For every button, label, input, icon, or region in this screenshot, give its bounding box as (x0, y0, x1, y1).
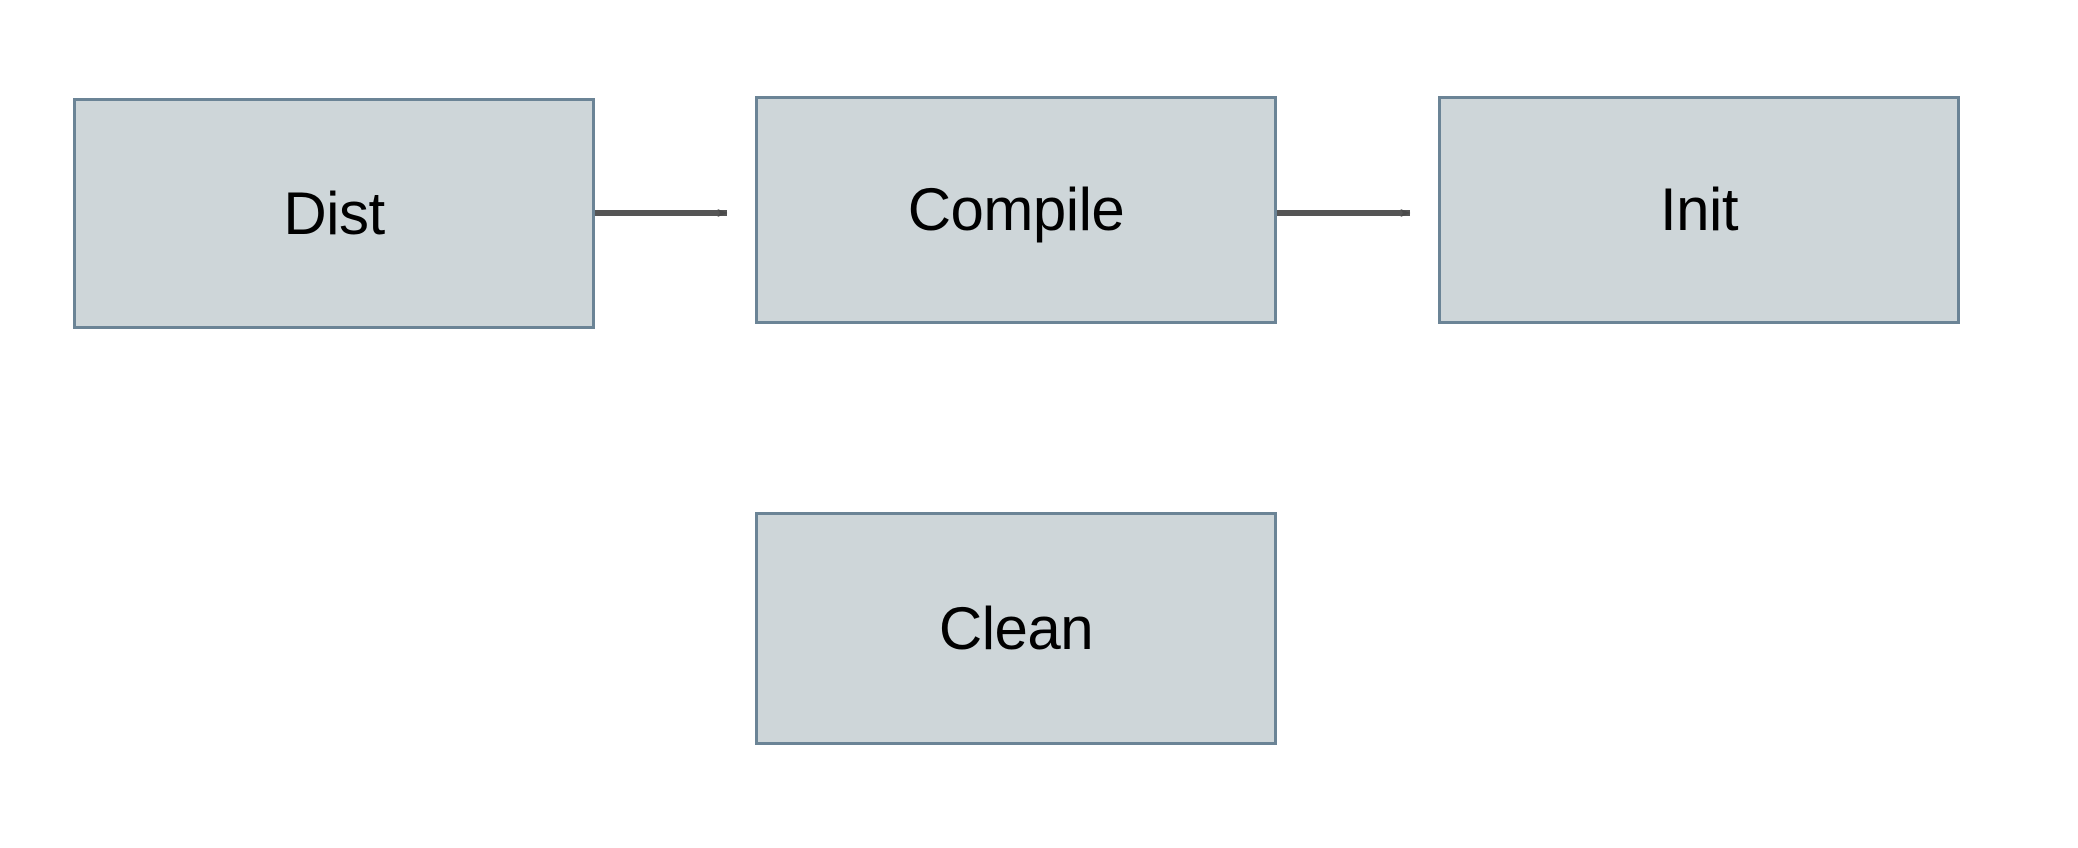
node-clean[interactable]: Clean (755, 512, 1277, 745)
node-label: Clean (938, 594, 1094, 662)
node-init[interactable]: Init (1438, 96, 1960, 324)
node-label: Dist (283, 179, 385, 247)
node-dist[interactable]: Dist (73, 98, 595, 329)
node-label: Compile (907, 176, 1125, 243)
node-compile[interactable]: Compile (755, 96, 1277, 324)
node-label: Init (1659, 176, 1739, 243)
